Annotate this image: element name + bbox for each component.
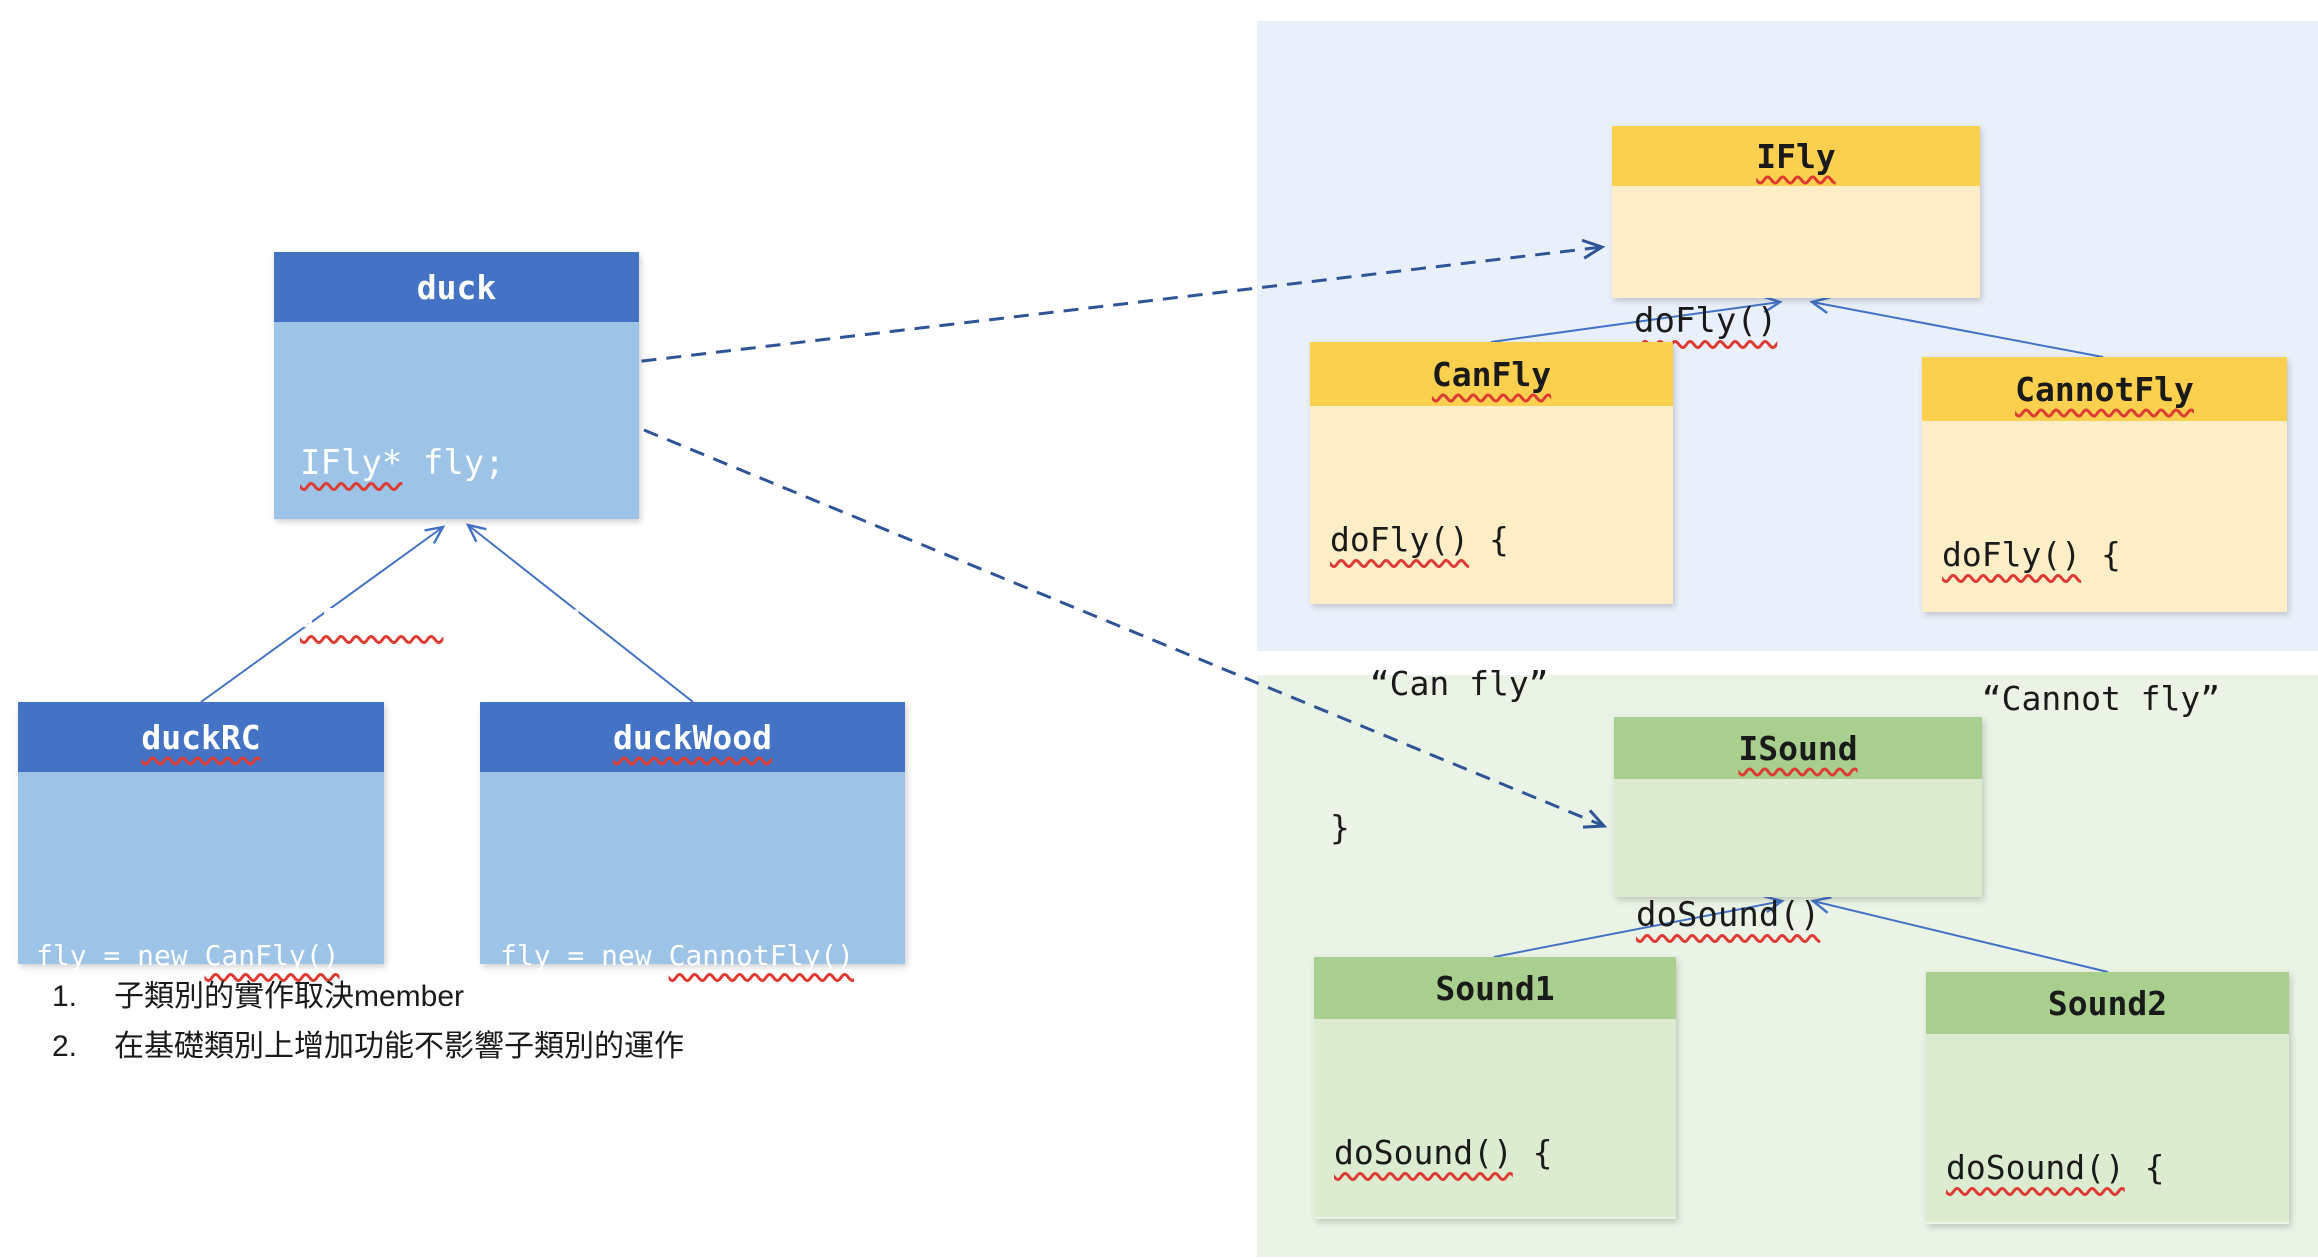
member-line-fly: IFly* fly;: [300, 438, 639, 489]
class-title-text: duckWood: [613, 717, 772, 757]
method-line: doSound() {: [1334, 1129, 1676, 1177]
member-line-sound: Isound* sound;: [300, 591, 639, 642]
class-box-canfly: CanFly doFly() { “Can fly” }: [1310, 342, 1673, 847]
class-body-sound1: doSound() { “Sound1” }: [1314, 1019, 1676, 1217]
class-box-duckwood: duckWood fly = new CannotFly(): [480, 702, 905, 972]
class-title-duckwood: duckWood: [480, 702, 905, 772]
class-title-sound1: Sound1: [1314, 957, 1676, 1019]
assignment-line: fly = new CanFly(): [36, 936, 384, 976]
class-title-text: ISound: [1738, 728, 1858, 768]
class-title-canfly: CanFly: [1310, 342, 1673, 406]
brace-close-line: }: [1330, 808, 1350, 847]
class-body-duckwood: fly = new CannotFly(): [480, 772, 905, 972]
brace-open: {: [2081, 535, 2121, 574]
note-item-1: 1. 子類別的實作取決member: [52, 972, 952, 1022]
method-line: doFly() {: [1330, 516, 1673, 564]
class-body-sound2: doSound() { “Sound2” }: [1926, 1034, 2289, 1222]
assign-prefix: fly = new: [500, 939, 669, 972]
string-line: “Cannot fly”: [1942, 679, 2221, 718]
class-title-text: IFly: [1756, 136, 1836, 176]
note-text: 子類別的實作取決member: [114, 980, 465, 1013]
assignment-line: fly = new CannotFly(): [500, 936, 905, 976]
ctor-token-cannotfly: CannotFly(): [668, 939, 855, 972]
type-token-isound: Isound*: [300, 596, 444, 636]
class-title-text: CannotFly: [2015, 369, 2194, 409]
class-title-text: duck: [416, 267, 497, 307]
type-token-ifly: IFly*: [300, 443, 403, 483]
class-body-duck: IFly* fly; Isound* sound; …: [274, 322, 639, 789]
class-box-sound2: Sound2 doSound() { “Sound2” }: [1926, 972, 2289, 1224]
class-title-ifly: IFly: [1612, 126, 1980, 186]
member-name-sound: sound;: [443, 596, 587, 636]
class-box-cannotfly: CannotFly doFly() { “Cannot fly” }: [1922, 357, 2287, 862]
brace-open: {: [2124, 1148, 2165, 1187]
method-token-dofly: doFly(): [1942, 535, 2082, 574]
class-title-sound2: Sound2: [1926, 972, 2289, 1034]
class-body-ifly: doFly() …: [1612, 186, 1980, 497]
brace-close-line: }: [1942, 819, 2287, 867]
string-line: “Can fly”: [1330, 664, 1549, 703]
class-box-duckrc: duckRC fly = new CanFly(): [18, 702, 384, 972]
class-box-isound: ISound doSound() …: [1614, 717, 1982, 1091]
class-title-cannotfly: CannotFly: [1922, 357, 2287, 421]
class-title-text: Sound1: [1435, 968, 1555, 1008]
class-box-ifly: IFly doFly() …: [1612, 126, 1980, 497]
class-title-duckrc: duckRC: [18, 702, 384, 772]
method-line: doFly(): [1634, 295, 1980, 347]
note-number: 1.: [52, 980, 78, 1013]
class-title-duck: duck: [274, 252, 639, 322]
ctor-token-canfly: CanFly(): [204, 939, 340, 972]
class-body-isound: doSound() …: [1614, 779, 1982, 1091]
notes-list: 1. 子類別的實作取決member 2. 在基礎類別上增加功能不影響子類別的運作: [52, 972, 952, 1072]
method-token-dosound: doSound(): [1636, 895, 1821, 935]
class-title-isound: ISound: [1614, 717, 1982, 779]
class-title-text: Sound2: [2047, 983, 2168, 1023]
class-body-duckrc: fly = new CanFly(): [18, 772, 384, 972]
method-token-dofly: doFly(): [1330, 520, 1470, 559]
brace-open: {: [1512, 1133, 1553, 1172]
method-line: doSound(): [1636, 889, 1982, 941]
method-line: doSound() {: [1946, 1144, 2289, 1192]
assign-prefix: fly = new: [36, 939, 205, 972]
class-title-text: CanFly: [1431, 354, 1552, 394]
class-body-canfly: doFly() { “Can fly” }: [1310, 406, 1673, 847]
method-token-dofly: doFly(): [1634, 301, 1778, 341]
note-item-2: 2. 在基礎類別上增加功能不影響子類別的運作: [52, 1022, 952, 1072]
class-title-text: duckRC: [141, 717, 261, 757]
method-token-dosound: doSound(): [1946, 1148, 2125, 1187]
class-body-cannotfly: doFly() { “Cannot fly” }: [1922, 421, 2287, 862]
note-text: 在基礎類別上增加功能不影響子類別的運作: [114, 1030, 684, 1063]
member-name-fly: fly;: [402, 443, 505, 483]
note-number: 2.: [52, 1030, 78, 1063]
method-token-dosound: doSound(): [1334, 1133, 1513, 1172]
class-box-sound1: Sound1 doSound() { “Sound1” }: [1314, 957, 1676, 1219]
brace-open: {: [1469, 520, 1509, 559]
method-line: doFly() {: [1942, 531, 2287, 579]
class-box-duck: duck IFly* fly; Isound* sound; …: [274, 252, 639, 789]
